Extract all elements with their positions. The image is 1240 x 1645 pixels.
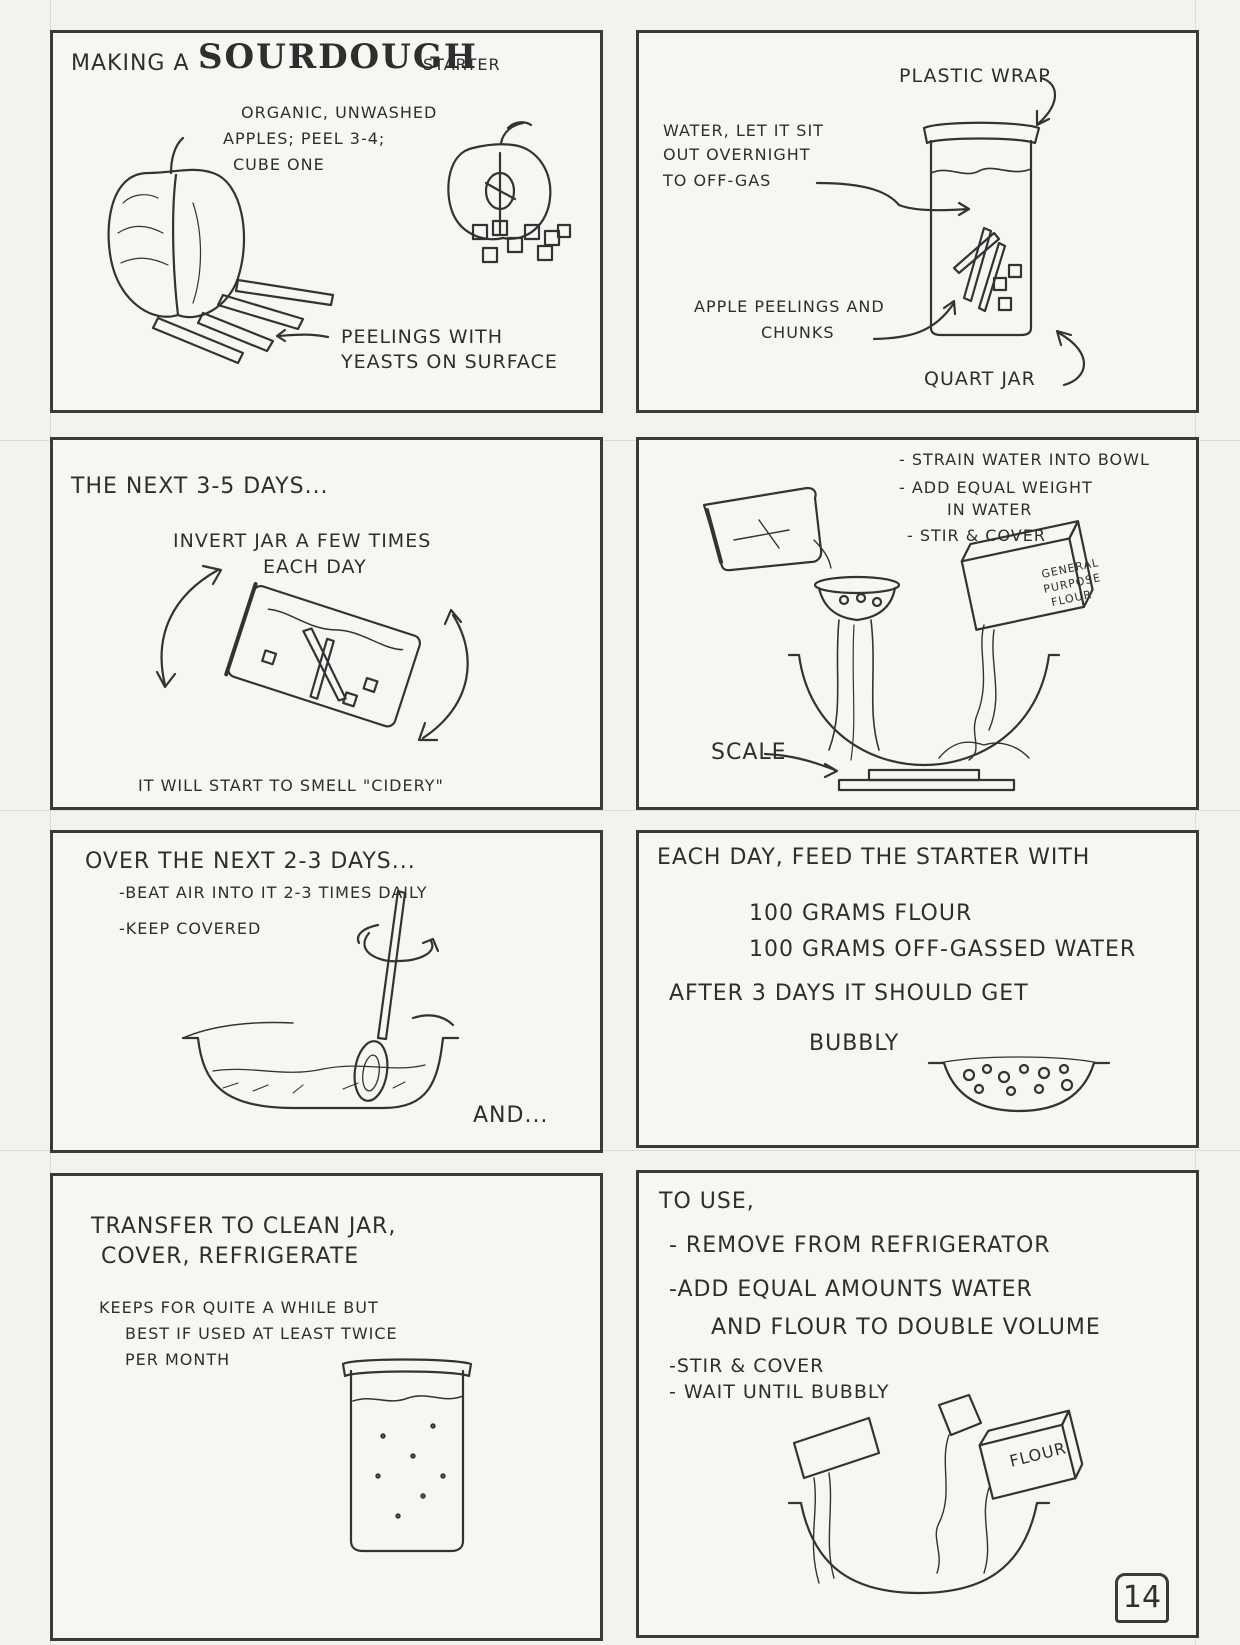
apple-peel-icon	[234, 278, 335, 307]
panel6-line4: BUBBLY	[809, 1031, 900, 1056]
panel8-step4: - WAIT UNTIL BUBBLY	[669, 1381, 890, 1403]
panel-beat: OVER THE NEXT 2-3 DAYS... -BEAT AIR INTO…	[50, 830, 603, 1153]
panel8-step3: -STIR & COVER	[669, 1355, 825, 1377]
rotate-arrow-icon	[160, 568, 220, 687]
panel7-keep1: KEEPS FOR QUITE A WHILE BUT	[99, 1298, 379, 1317]
mixing-bowl-icon	[181, 1036, 460, 1110]
to-use-illustration	[787, 1393, 1084, 1595]
panel6-line3: AFTER 3 DAYS IT SHOULD GET	[669, 981, 1029, 1006]
clean-jar-icon	[349, 1369, 465, 1553]
bubbly-bowl-illustration	[927, 1056, 1111, 1113]
panel7-keep3: PER MONTH	[125, 1350, 231, 1369]
scale-icon	[867, 768, 981, 782]
refrigerate-jar-illustration	[341, 1358, 473, 1553]
panel1-apples-line3: CUBE ONE	[233, 155, 325, 174]
bubble-icon	[962, 1068, 976, 1082]
page-guide-line	[50, 0, 51, 1645]
mixing-bowl-icon	[787, 1501, 1051, 1595]
wooden-spoon-icon	[376, 889, 407, 1041]
page-guide-line	[0, 810, 1240, 811]
panel8-step2b: AND FLOUR TO DOUBLE VOLUME	[711, 1315, 1101, 1340]
mixing-bowl-icon	[927, 1061, 1111, 1113]
panel1-title-pre: MAKING A	[71, 51, 190, 76]
panel-to-use: TO USE, - REMOVE FROM REFRIGERATOR -ADD …	[636, 1170, 1199, 1638]
panel2-water-line1: WATER, LET IT SIT	[663, 121, 824, 140]
panel4-step1: - STRAIN WATER INTO BOWL	[899, 450, 1150, 469]
panel4-step3: - STIR & COVER	[907, 526, 1046, 545]
strain-illustration	[702, 486, 1094, 792]
panel3-invert-line2: EACH DAY	[263, 556, 367, 578]
panel-strain: - STRAIN WATER INTO BOWL - ADD EQUAL WEI…	[636, 437, 1199, 810]
panel1-apples-line2: APPLES; PEEL 3-4;	[223, 129, 386, 148]
panel3-invert-line1: INVERT JAR A FEW TIMES	[173, 530, 432, 552]
panel7-line2: COVER, REFRIGERATE	[101, 1244, 360, 1269]
panel5-step1: -BEAT AIR INTO IT 2-3 TIMES DAILY	[119, 883, 428, 902]
strainer-icon	[813, 575, 901, 595]
flour-bag-icon	[960, 537, 1086, 631]
apple-peel-icon	[952, 231, 1001, 275]
panel5-and: AND...	[473, 1103, 549, 1128]
stir-arrow-icon	[363, 931, 434, 963]
panel6-heading: EACH DAY, FEED THE STARTER WITH	[657, 845, 1091, 870]
flour-bag-icon	[792, 1416, 881, 1480]
panel2-wrap: PLASTIC WRAP	[899, 65, 1051, 87]
page-number: 14	[1115, 1573, 1169, 1623]
panel8-step1: - REMOVE FROM REFRIGERATOR	[669, 1233, 1051, 1258]
invert-jar-illustration	[155, 564, 469, 742]
panel2-peel-line1: APPLE PEELINGS AND	[694, 297, 885, 316]
page-guide-line	[0, 1150, 1240, 1151]
panel7-line1: TRANSFER TO CLEAN JAR,	[91, 1214, 397, 1239]
panel-apples: MAKING A SOURDOUGH STARTER ORGANIC, UNWA…	[50, 30, 603, 413]
panel2-water-line3: TO OFF-GAS	[663, 171, 772, 190]
panel4-scale: SCALE	[711, 740, 787, 765]
panel2-peel-line2: CHUNKS	[761, 323, 835, 342]
rotate-arrow-icon	[421, 613, 469, 740]
page-guide-line	[1195, 0, 1196, 1645]
plastic-wrap-icon	[922, 121, 1041, 145]
panel7-keep2: BEST IF USED AT LEAST TWICE	[125, 1324, 398, 1343]
panel2-water-line2: OUT OVERNIGHT	[663, 145, 811, 164]
cut-apple-icon	[447, 143, 552, 241]
panel2-jar: QUART JAR	[924, 368, 1036, 390]
panel5-heading: OVER THE NEXT 2-3 DAYS...	[85, 849, 416, 874]
beating-illustration	[181, 889, 460, 1110]
panel-refrigerate: TRANSFER TO CLEAN JAR, COVER, REFRIGERAT…	[50, 1173, 603, 1641]
panel-feed: EACH DAY, FEED THE STARTER WITH 100 GRAM…	[636, 830, 1199, 1148]
quart-jar-icon	[929, 139, 1033, 337]
panel4-step2: - ADD EQUAL WEIGHT	[899, 478, 1093, 497]
panel3-smell: IT WILL START TO SMELL "CIDERY"	[138, 776, 444, 795]
apple-icon	[107, 168, 246, 319]
apple-cube-icon	[471, 223, 489, 241]
panel1-peel-line1: PEELINGS WITH	[341, 326, 503, 348]
apples-illustration	[107, 121, 572, 365]
flour-box-icon	[978, 1423, 1077, 1500]
panel1-peel-line2: YEASTS ON SURFACE	[341, 351, 558, 373]
panel8-step2: -ADD EQUAL AMOUNTS WATER	[669, 1277, 1033, 1302]
mixing-bowl-icon	[787, 653, 1061, 767]
jar-illustration	[815, 76, 1086, 387]
panel6-line1: 100 GRAMS FLOUR	[749, 901, 973, 926]
panel1-title-post: STARTER	[423, 55, 501, 74]
water-cup-icon	[937, 1393, 983, 1437]
page-guide-line	[0, 440, 1240, 441]
panel-invert: THE NEXT 3-5 DAYS... INVERT JAR A FEW TI…	[50, 437, 603, 810]
panel1-apples-line1: ORGANIC, UNWASHED	[241, 103, 438, 122]
apple-cube-icon	[992, 276, 1008, 292]
panel8-heading: TO USE,	[659, 1189, 755, 1214]
panel3-heading: THE NEXT 3-5 DAYS...	[71, 474, 329, 499]
panel-jar: PLASTIC WRAP WATER, LET IT SIT OUT OVERN…	[636, 30, 1199, 413]
panel1-title-sourdough: SOURDOUGH	[198, 37, 478, 77]
panel5-step2: -KEEP COVERED	[119, 919, 262, 938]
pouring-jar-icon	[702, 486, 823, 572]
panel6-line2: 100 GRAMS OFF-GASSED WATER	[749, 937, 1137, 962]
panel4-step2b: IN WATER	[947, 500, 1033, 519]
